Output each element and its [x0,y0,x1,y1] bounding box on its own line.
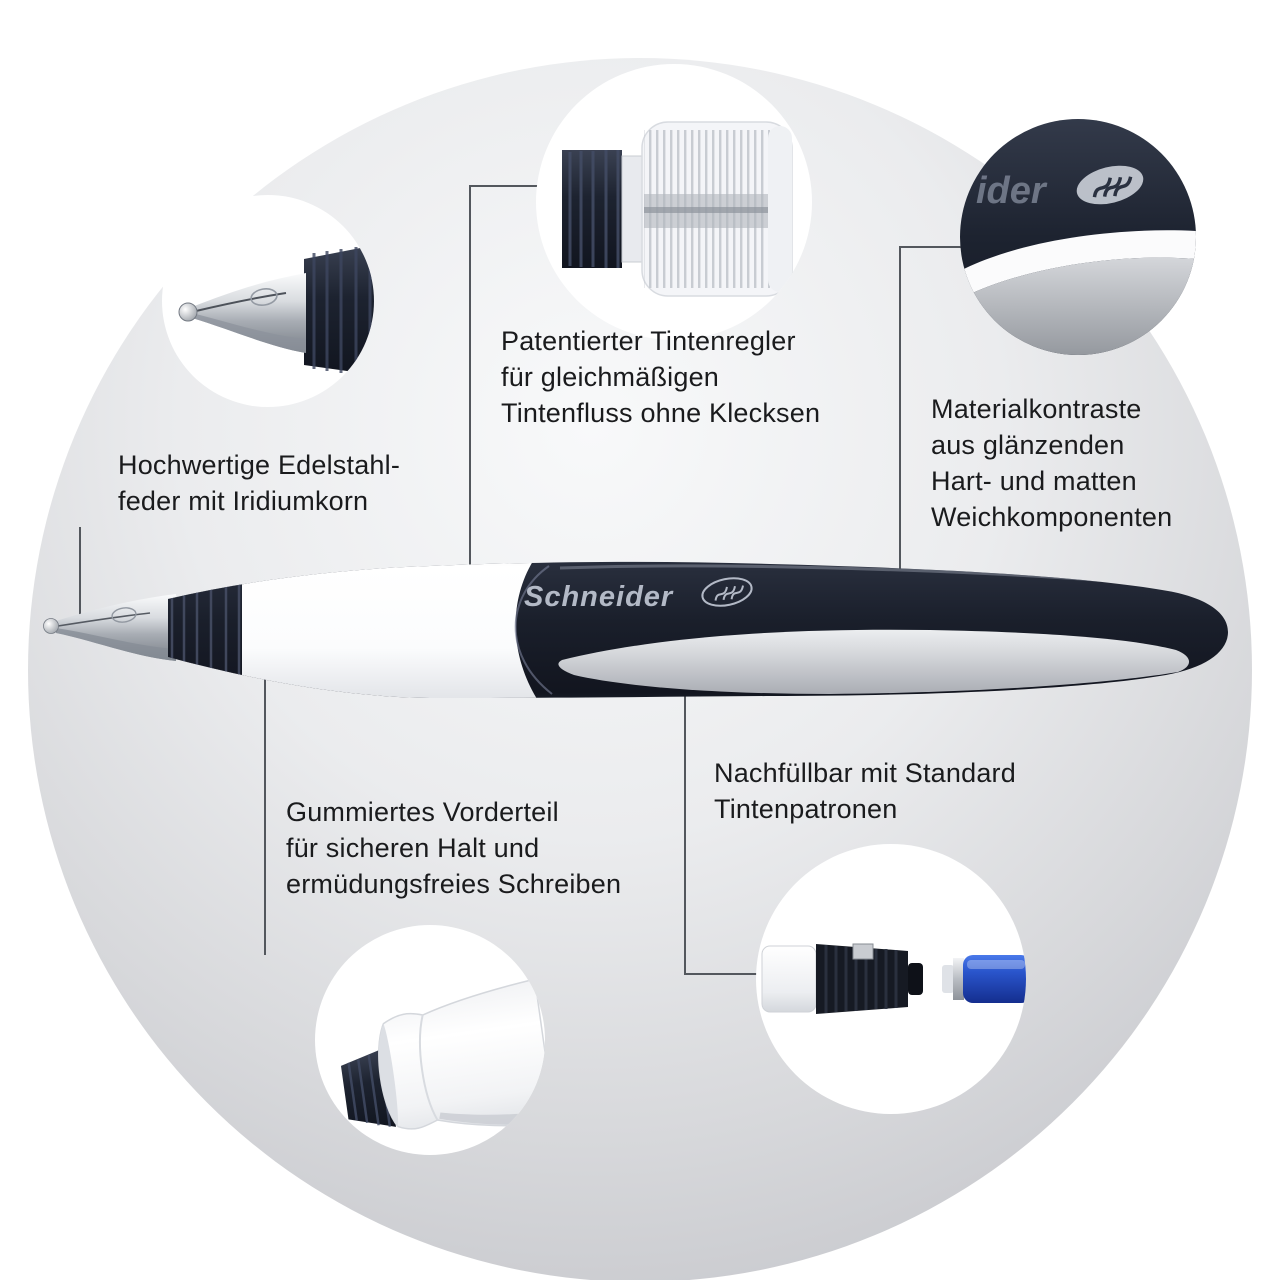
callout-circle-grip [315,925,545,1155]
pen-collar-threads [168,561,242,698]
barrel-material-illustration: ider [960,119,1196,355]
swoosh-engraving-icon [111,607,137,623]
pen-body [168,561,1228,698]
swoosh-logo-icon [1076,165,1144,205]
regulator-threads [562,150,622,268]
ink-cartridge [942,955,1026,1003]
callout-circle-regulator [536,64,812,340]
label-regulator: Patentierter Tintenregler für gleichmäßi… [501,326,821,428]
callout-circle-cartridge [756,844,1026,1114]
label-grip: Gummiertes Vorderteil für sicheren Halt … [286,797,622,899]
swoosh-logo-icon [701,577,753,607]
pen-brand-logo: Schneider [524,581,674,613]
gloss-highlight [960,230,1196,299]
label-material: Materialkontraste aus glänzenden Hart- u… [931,394,1173,532]
iridium-tip [43,618,59,634]
pen-nib [43,594,176,661]
nib-zoom-nib [178,273,306,353]
swoosh-engraving-icon [250,288,278,306]
connector-line-material [899,246,963,570]
label-nib: Hochwertige Edelstahl- feder mit Iridium… [118,450,401,516]
label-cartridge: Nachfüllbar mit Standard Tintenpatronen [714,758,1016,824]
callout-circle-nib [162,195,374,407]
connector-line-cartridge [684,690,760,975]
brand-fragment-text: ider [976,170,1048,212]
callout-circle-material: ider [960,119,1196,355]
cartridge-illustration [761,943,1026,1014]
pen-gray-inlay [558,629,1190,694]
regulator-body [641,121,793,297]
ink-regulator-illustration [562,121,793,297]
cartridge-window [852,943,874,960]
matte-soft-component [960,257,1196,355]
grip-front-part [340,978,545,1130]
connector-line-regulator [469,185,540,566]
grip-front-illustration [340,978,545,1130]
pen-grip-section [168,561,552,698]
cartridge-socket [761,943,923,1014]
iridium-tip [178,302,198,322]
